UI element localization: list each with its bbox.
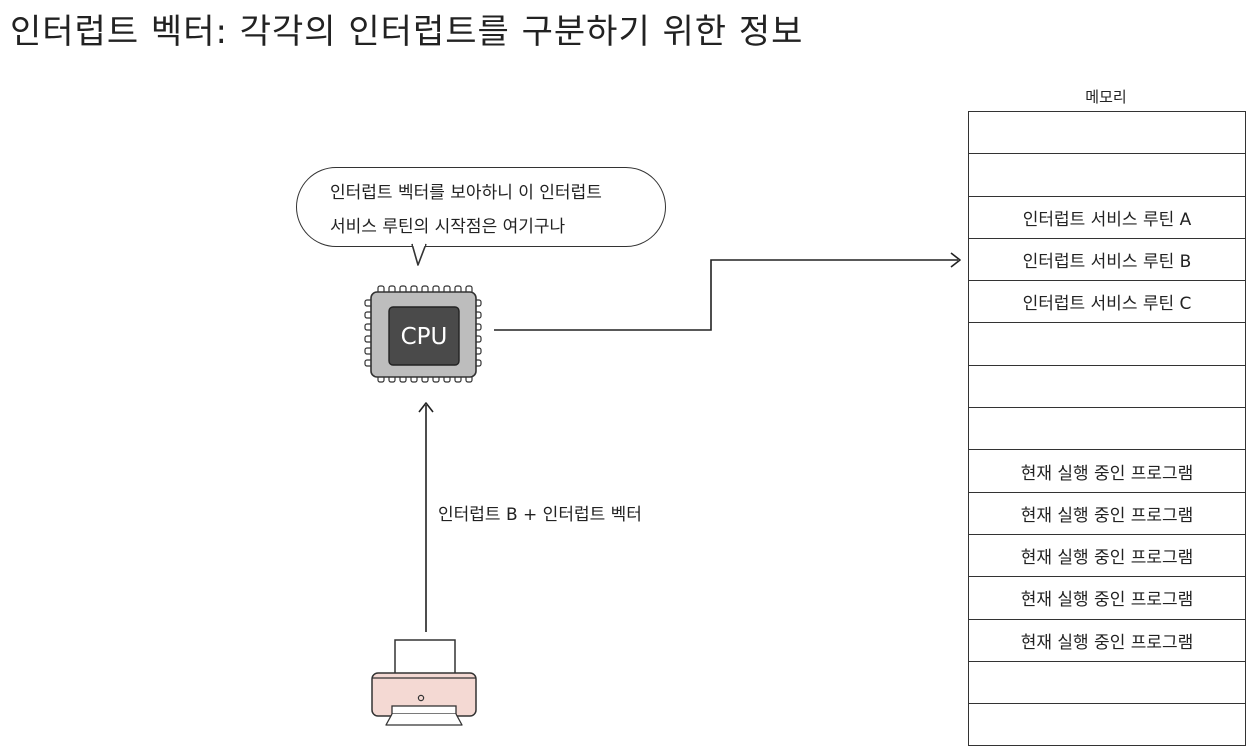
- memory-cell-program: 현재 실행 중인 프로그램: [969, 450, 1245, 493]
- speech-bubble-text: 인터럽트 벡터를 보아하니 이 인터럽트 서비스 루틴의 시작점은 여기구나: [330, 176, 670, 244]
- printer-icon: [371, 639, 477, 726]
- memory-cell: [969, 366, 1245, 409]
- cpu-to-memory-arrow: [494, 252, 961, 331]
- memory-cell: [969, 323, 1245, 366]
- memory-cell-program: 현재 실행 중인 프로그램: [969, 493, 1245, 535]
- speech-bubble: [296, 167, 666, 247]
- memory-cell: [969, 662, 1245, 705]
- memory-cell: [969, 704, 1245, 747]
- speech-line-2: 서비스 루틴의 시작점은 여기구나: [330, 217, 566, 237]
- interrupt-arrow: [418, 402, 434, 632]
- interrupt-edge-label: 인터럽트 B + 인터럽트 벡터: [438, 505, 642, 525]
- memory-cell-program: 현재 실행 중인 프로그램: [969, 535, 1245, 578]
- cpu-chip-icon: CPU: [364, 285, 482, 383]
- memory-cell: [969, 408, 1245, 451]
- memory-cell-isr-b: 인터럽트 서비스 루틴 B: [969, 239, 1245, 282]
- speech-line-1: 인터럽트 벡터를 보아하니 이 인터럽트: [330, 183, 602, 203]
- memory-cell: [969, 112, 1245, 155]
- memory-cell-isr-c: 인터럽트 서비스 루틴 C: [969, 281, 1245, 324]
- speech-bubble-tail: [411, 243, 427, 266]
- memory-cell-program: 현재 실행 중인 프로그램: [969, 577, 1245, 620]
- page-title: 인터럽트 벡터: 각각의 인터럽트를 구분하기 위한 정보: [10, 12, 804, 52]
- memory-table: 인터럽트 서비스 루틴 A 인터럽트 서비스 루틴 B 인터럽트 서비스 루틴 …: [968, 111, 1246, 747]
- memory-cell: [969, 154, 1245, 197]
- memory-title: 메모리: [1085, 88, 1127, 106]
- memory-cell-isr-a: 인터럽트 서비스 루틴 A: [969, 197, 1245, 239]
- cpu-label: CPU: [401, 324, 448, 350]
- memory-cell-program: 현재 실행 중인 프로그램: [969, 620, 1245, 662]
